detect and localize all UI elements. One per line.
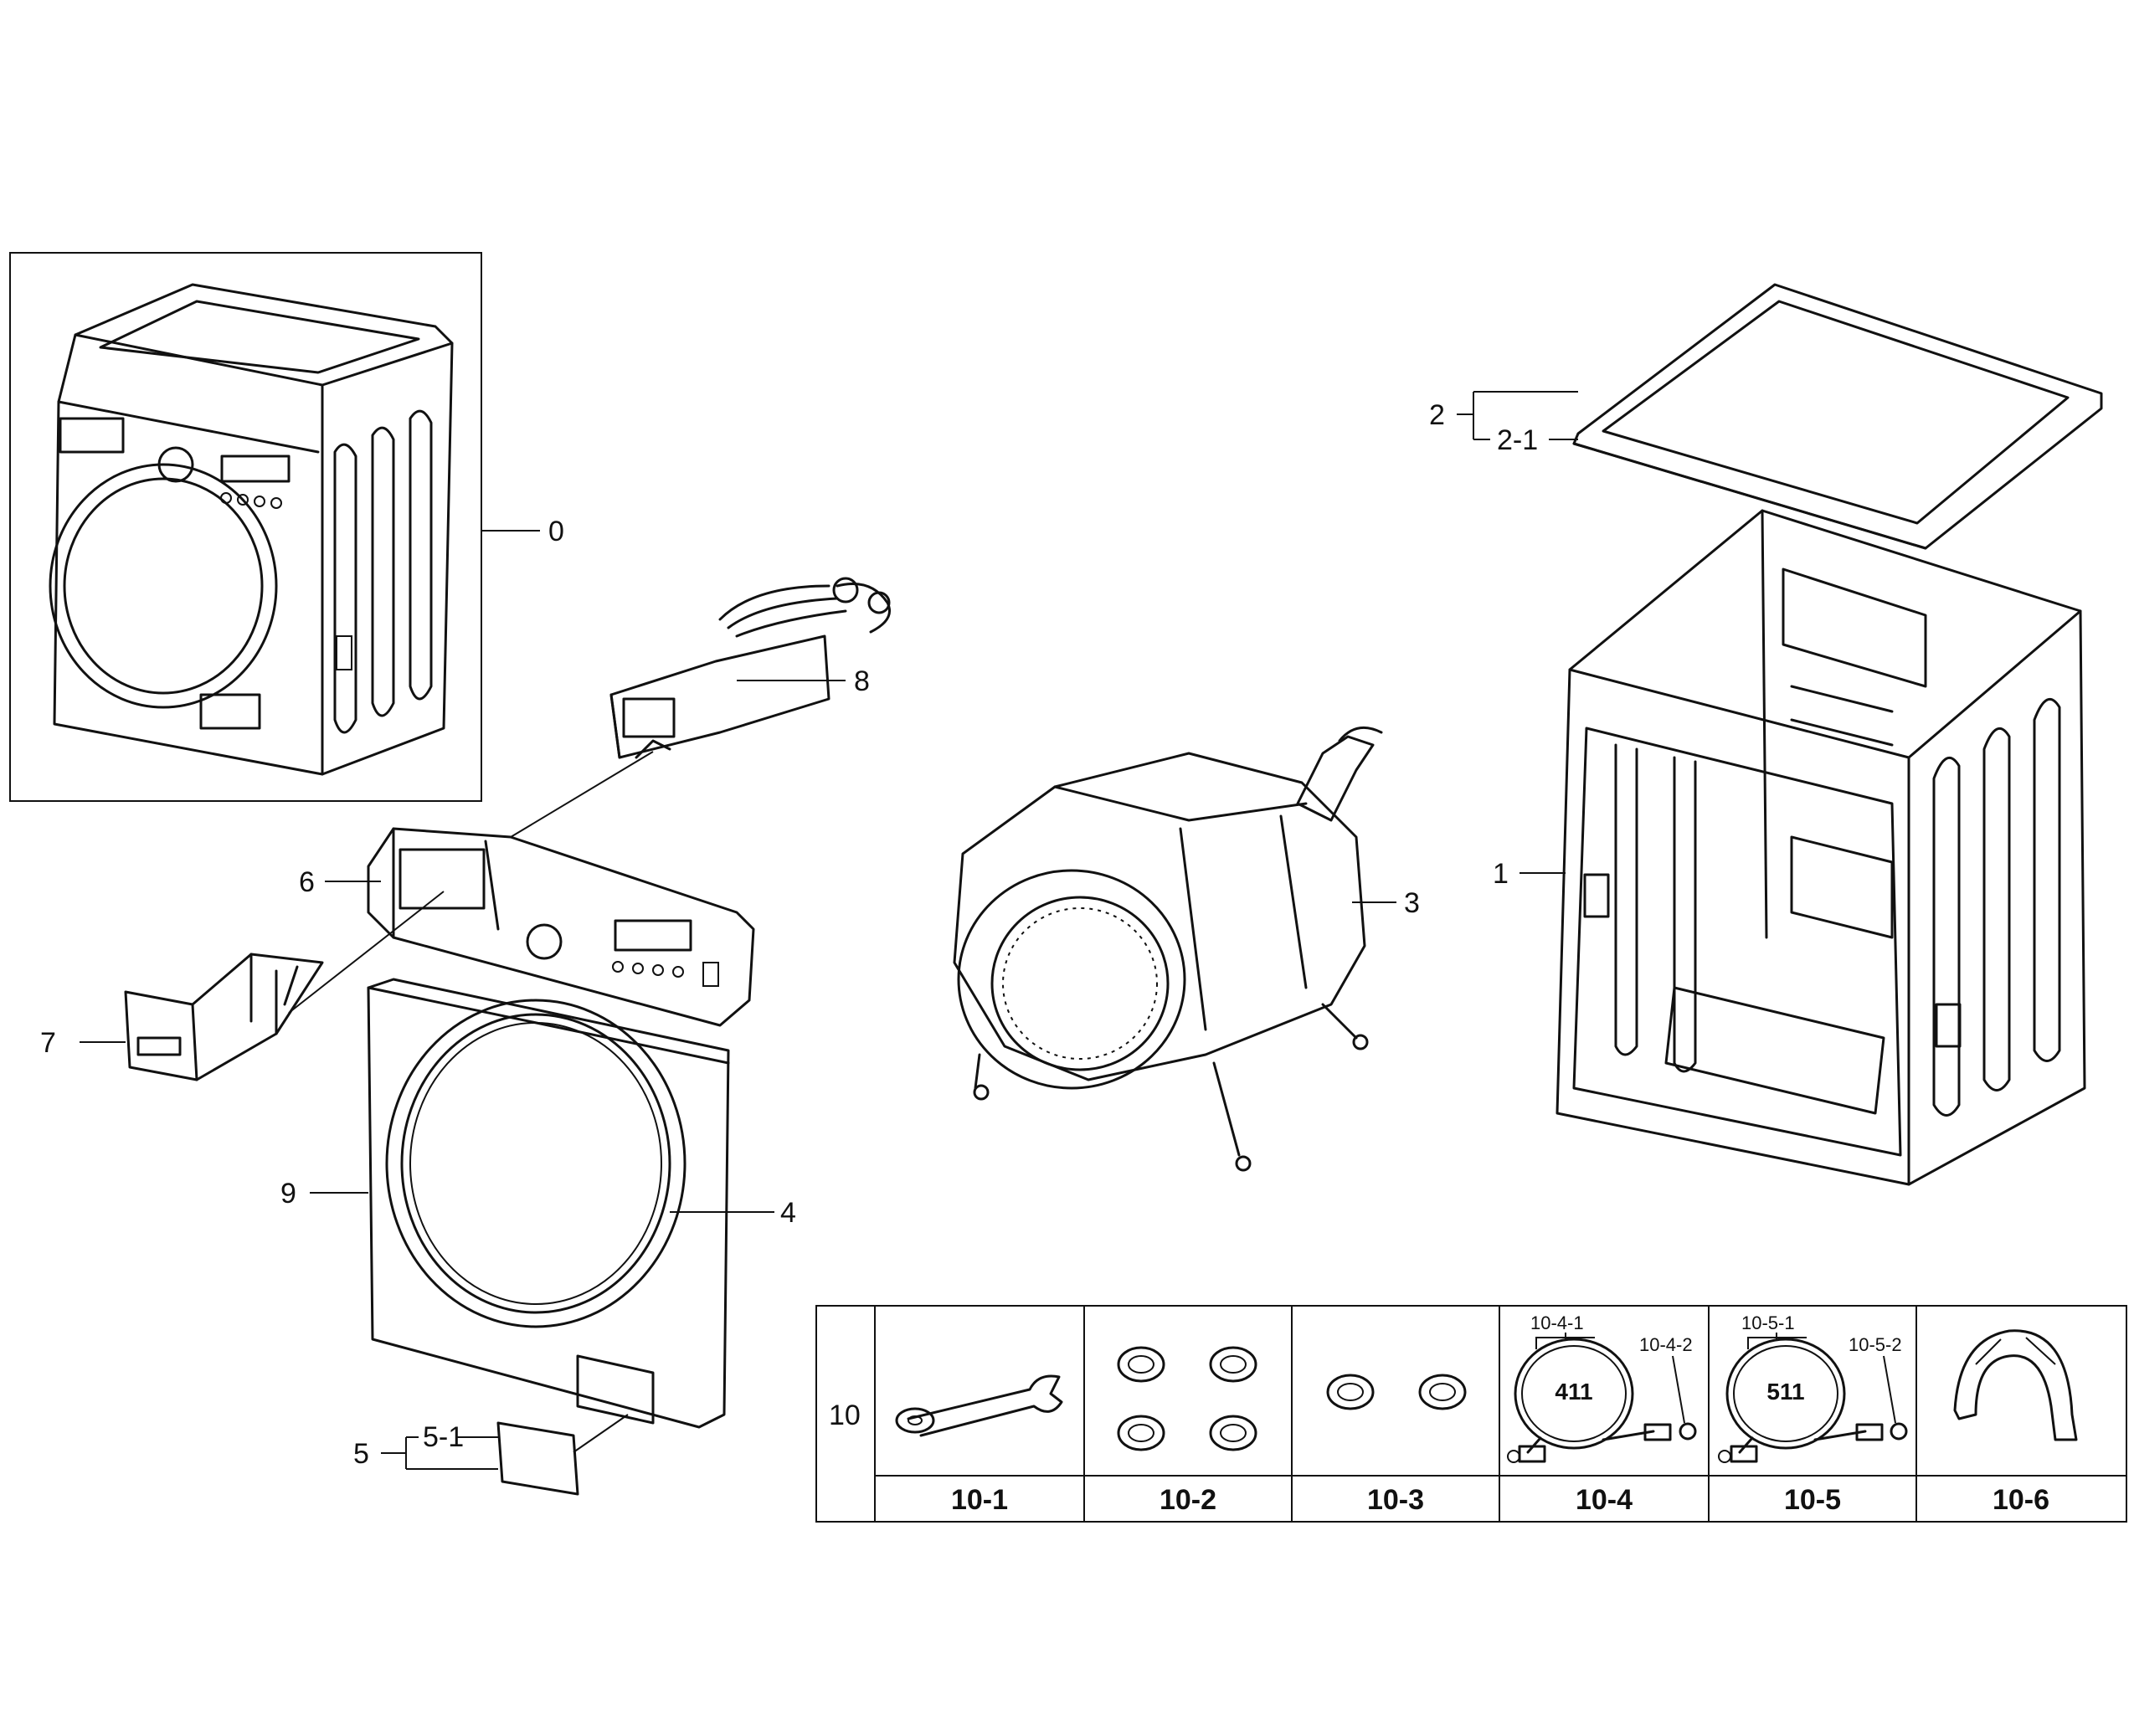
accessory-10-3-caps[interactable] <box>1326 1374 1467 1410</box>
accessory-code-10-2: 10-2 <box>1160 1484 1216 1516</box>
accessory-sub-10-4-1: 10-4-1 <box>1530 1312 1584 1333</box>
accessory-10-5-hose[interactable] <box>1718 1338 1908 1463</box>
part-3-tub-assembly[interactable] <box>953 726 1383 1172</box>
part-5-filter-cover[interactable] <box>496 1421 579 1496</box>
accessory-code-10-6: 10-6 <box>1993 1484 2049 1516</box>
hose-marking-511: 511 <box>1766 1379 1804 1405</box>
part-8-pcb-assembly[interactable] <box>609 577 891 759</box>
hose-marking-411: 411 <box>1555 1379 1592 1405</box>
part-1-cabinet[interactable] <box>1556 509 2086 1186</box>
callout-1: 1 <box>1493 858 1509 890</box>
callout-0: 0 <box>548 516 564 547</box>
part-2-top-plate[interactable] <box>1572 283 2103 550</box>
accessories-table: 10 10-1 10-2 10-3 <box>815 1305 2127 1523</box>
accessory-10-4-hose[interactable] <box>1507 1338 1697 1463</box>
accessory-sub-10-5-2: 10-5-2 <box>1849 1334 1902 1355</box>
callout-2: 2 <box>1429 399 1445 431</box>
accessory-10-1-wrench[interactable] <box>895 1374 1063 1437</box>
accessory-code-10-3: 10-3 <box>1367 1484 1424 1516</box>
callout-6: 6 <box>299 866 315 898</box>
callout-9: 9 <box>280 1178 296 1210</box>
accessory-10-2-caps[interactable] <box>1117 1346 1257 1451</box>
callout-5-1: 5-1 <box>423 1421 464 1453</box>
accessory-group-label: 10 <box>829 1400 861 1431</box>
callout-3: 3 <box>1404 887 1420 919</box>
part-9-front-panel[interactable] <box>367 978 730 1429</box>
part-7-detergent-drawer[interactable] <box>124 953 324 1081</box>
accessory-code-10-1: 10-1 <box>951 1484 1008 1516</box>
callout-2-1: 2-1 <box>1497 424 1538 456</box>
callout-4: 4 <box>780 1197 796 1229</box>
callout-8: 8 <box>854 665 870 697</box>
accessory-code-10-4: 10-4 <box>1576 1484 1633 1516</box>
part-6-control-panel[interactable] <box>367 827 755 1027</box>
callout-7: 7 <box>40 1027 56 1059</box>
accessory-10-6-hose-guide[interactable] <box>1953 1329 2078 1441</box>
accessory-sub-10-4-2: 10-4-2 <box>1639 1334 1693 1355</box>
accessory-sub-10-5-1: 10-5-1 <box>1741 1312 1795 1333</box>
accessory-code-10-5: 10-5 <box>1784 1484 1841 1516</box>
part-0-complete-washer[interactable] <box>9 252 482 802</box>
callout-5: 5 <box>353 1438 369 1470</box>
